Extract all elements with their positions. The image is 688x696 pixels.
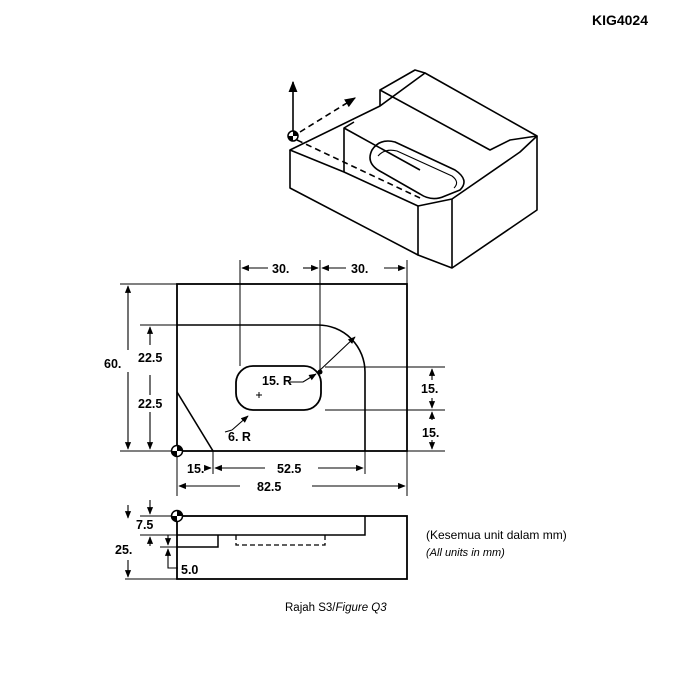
slot-outline [235,365,322,411]
iso-raised-wall [379,69,426,106]
dim-30-left: 30. [272,262,289,276]
dim-22-5-top: 22.5 [138,351,162,365]
dim-52-5: 52.5 [277,462,301,476]
iso-origin-symbol [287,130,299,142]
chamfer-line [176,391,214,452]
radius-6-label: 6. R [228,430,251,444]
units-note-english: (All units in mm) [426,547,505,559]
caption-english: Figure Q3 [336,602,388,614]
figure-caption: Rajah S3/Figure Q3 [285,602,387,614]
dim-60: 60. [104,357,121,371]
iso-front-face [289,150,419,256]
front-view [124,500,408,580]
dim-25: 25. [115,543,132,557]
dim-15-bottom: 15. [187,462,204,476]
iso-right-face [417,136,538,269]
iso-slot [369,140,465,200]
dim-22-5-bottom: 22.5 [138,397,162,411]
dim-15-right-bottom: 15. [422,426,439,440]
dim-82-5: 82.5 [257,480,281,494]
document-code: KIG4024 [591,12,648,28]
iso-top-face [289,72,538,207]
top-view-origin-symbol [170,444,184,458]
dim-30-right: 30. [351,262,368,276]
radius-15-label: 15. R [262,374,292,388]
front-view-origin-symbol [170,509,184,523]
units-note-malay: (Kesemua unit dalam mm) [426,528,567,542]
pocket-profile [177,324,366,451]
iso-axis-x [299,97,356,133]
dim-15-right-top: 15. [421,382,438,396]
front-view-hidden-slot [235,535,326,546]
dim-5-0: 5.0 [181,563,198,577]
dim-7-5: 7.5 [136,518,153,532]
iso-hidden-edge [296,139,421,199]
top-view [120,260,445,496]
isometric-view [288,69,538,269]
caption-malay: Rajah S3/ [285,602,336,614]
